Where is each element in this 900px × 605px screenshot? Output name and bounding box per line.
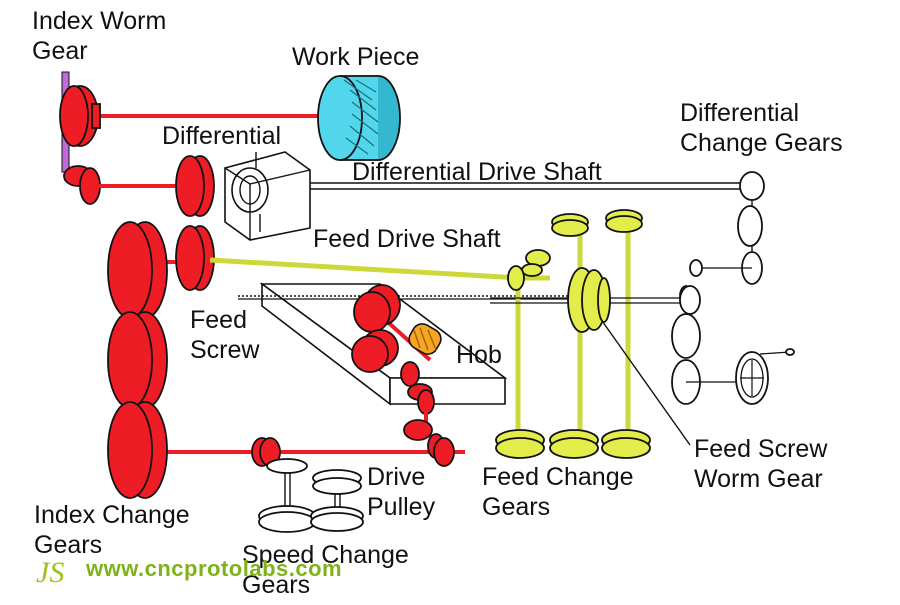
label-feed-screw-worm-gear: Feed Screw Worm Gear (694, 435, 828, 493)
index-worm-gear (59, 71, 350, 205)
hob-cutter (408, 323, 442, 355)
label-drive-pulley: Drive Pulley (367, 463, 436, 521)
feed-screw-worm-gear (490, 267, 690, 333)
handwheel (735, 348, 795, 405)
label-feed-change-gears: Feed Change Gears (482, 463, 634, 521)
feed-drive-shaft (209, 257, 550, 281)
label-hob: Hob (456, 341, 502, 369)
label-index-change-gears: Index Change Gears (34, 501, 190, 559)
label-differential-drive-shaft: Differential Drive Shaft (352, 158, 602, 186)
drive-pulley-gears (251, 437, 455, 467)
label-index-worm-gear: Index Worm Gear (32, 7, 167, 65)
index-drive-train (96, 155, 465, 454)
speed-change-gears (258, 458, 364, 533)
work-piece (317, 75, 401, 161)
label-differential: Differential (162, 122, 282, 150)
differential-drive-shaft (300, 182, 748, 190)
worm-gear-leader (599, 317, 691, 446)
hob-head (351, 284, 445, 459)
label-work-piece: Work Piece (292, 43, 420, 71)
index-change-gears (107, 221, 168, 499)
label-feed-screw: Feed Screw (190, 306, 260, 364)
label-speed-change-gears: Speed Change Gears (242, 541, 409, 599)
label-differential-change-gears: Differential Change Gears (680, 99, 843, 157)
feed-screw (238, 295, 580, 300)
feed-change-gears (495, 209, 651, 459)
differential-change-gears (671, 171, 765, 405)
label-feed-drive-shaft: Feed Drive Shaft (313, 225, 501, 253)
watermark-url: www.cncprotolabs.com (86, 556, 343, 581)
differential-unit (224, 151, 311, 241)
watermark-logo: JS (36, 556, 65, 589)
